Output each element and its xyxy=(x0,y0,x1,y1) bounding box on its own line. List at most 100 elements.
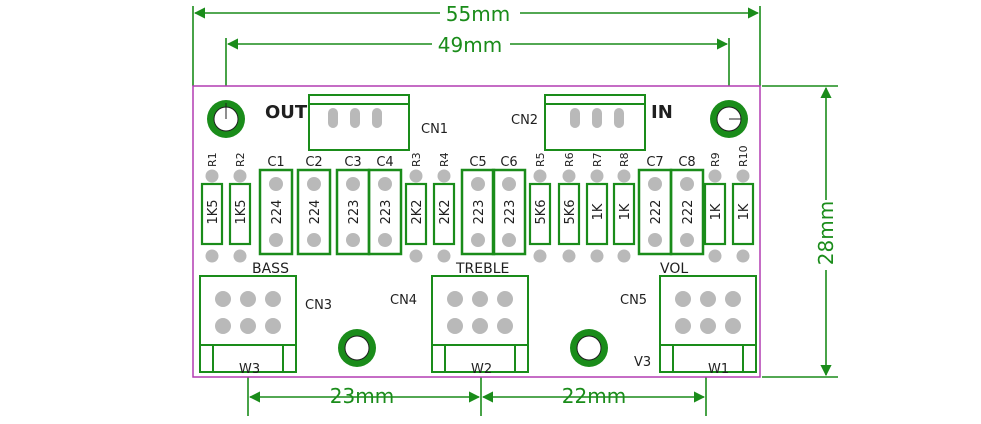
pad xyxy=(269,177,283,191)
resistor-body xyxy=(703,182,727,246)
in-label: IN xyxy=(651,102,673,123)
ref-label: R2 xyxy=(234,152,247,167)
ref-label: C5 xyxy=(469,155,486,170)
connector-cn2 xyxy=(544,94,646,151)
mounting-hole-right xyxy=(710,100,748,138)
pad xyxy=(346,233,360,247)
dimension-labels: 55mm 49mm 23mm 22mm 28mm xyxy=(330,2,838,408)
value-label: 222 xyxy=(681,200,696,225)
pad xyxy=(648,233,662,247)
ref-label: C1 xyxy=(267,155,284,170)
ref-label: R10 xyxy=(737,145,750,167)
pad xyxy=(708,169,722,183)
component-r5: R5 5K6 xyxy=(528,152,552,263)
ref-label: C6 xyxy=(500,155,517,170)
dim-pot-right: 22mm xyxy=(562,384,626,408)
pad xyxy=(562,169,576,183)
capacitor-outline xyxy=(669,168,705,256)
resistor-body xyxy=(585,182,609,246)
value-label: 5K6 xyxy=(563,199,578,224)
component-c2: C2 224 xyxy=(296,155,332,256)
resistor-body xyxy=(432,182,456,246)
component-c5: C5 223 xyxy=(460,155,496,256)
pad xyxy=(205,169,219,183)
pad xyxy=(736,169,750,183)
connector-cn1 xyxy=(308,94,410,151)
pad xyxy=(409,249,423,263)
pad xyxy=(471,233,485,247)
pad xyxy=(269,233,283,247)
pad xyxy=(307,177,321,191)
value-label: 223 xyxy=(503,200,518,225)
component-row: R11K5R21K5C1224C2224C3223C4223R32K2R42K2… xyxy=(200,145,755,263)
pad xyxy=(409,169,423,183)
v3-label: V3 xyxy=(634,355,651,370)
value-label: 1K5 xyxy=(206,199,221,224)
pad xyxy=(437,249,451,263)
pad xyxy=(590,169,604,183)
value-label: 224 xyxy=(270,200,285,225)
bass-label: BASS xyxy=(252,261,289,277)
component-r10: R10 1K xyxy=(731,145,755,263)
ref-label: C4 xyxy=(376,155,393,170)
component-r6: R6 5K6 xyxy=(557,152,581,263)
value-label: 223 xyxy=(347,200,362,225)
capacitor-outline xyxy=(491,168,527,256)
ref-label: R8 xyxy=(618,152,631,167)
pad xyxy=(708,249,722,263)
value-label: 224 xyxy=(308,200,323,225)
pad xyxy=(378,233,392,247)
component-r2: R2 1K5 xyxy=(228,152,252,263)
value-label: 2K2 xyxy=(410,199,425,224)
resistor-body xyxy=(731,182,755,246)
pad xyxy=(533,249,547,263)
resistor-body xyxy=(404,182,428,246)
dim-board-height: 28mm xyxy=(814,201,838,265)
w3-label: W3 xyxy=(239,362,260,377)
value-label: 1K xyxy=(709,203,724,220)
connector-cn3 xyxy=(199,275,297,373)
pad xyxy=(346,177,360,191)
value-label: 1K5 xyxy=(234,199,249,224)
pad xyxy=(617,249,631,263)
ref-label: C3 xyxy=(344,155,361,170)
pad xyxy=(502,177,516,191)
ref-label: C7 xyxy=(646,155,663,170)
value-label: 2K2 xyxy=(438,199,453,224)
cn3-label: CN3 xyxy=(305,298,332,313)
dim-pot-left: 23mm xyxy=(330,384,394,408)
ref-label: R5 xyxy=(534,152,547,167)
value-label: 1K xyxy=(591,203,606,220)
capacitor-outline xyxy=(258,168,294,256)
connector-cn5 xyxy=(659,275,757,373)
capacitor-outline xyxy=(367,168,403,256)
mounting-hole-mid-left xyxy=(338,329,376,367)
ref-label: R9 xyxy=(709,152,722,167)
value-label: 5K6 xyxy=(534,199,549,224)
value-label: 223 xyxy=(472,200,487,225)
value-label: 1K xyxy=(737,203,752,220)
pad xyxy=(736,249,750,263)
resistor-body xyxy=(228,182,252,246)
resistor-body xyxy=(557,182,581,246)
pad xyxy=(562,249,576,263)
dim-hole-spacing: 49mm xyxy=(438,33,502,57)
vol-label: VOL xyxy=(660,261,688,277)
treble-label: TREBLE xyxy=(455,261,509,277)
ref-label: R6 xyxy=(563,152,576,167)
connector-cn4 xyxy=(431,275,529,373)
pad xyxy=(307,233,321,247)
pad xyxy=(437,169,451,183)
component-c6: C6 223 xyxy=(491,155,527,256)
pad xyxy=(205,249,219,263)
ref-label: C2 xyxy=(305,155,322,170)
ref-label: R3 xyxy=(410,152,423,167)
capacitor-outline xyxy=(296,168,332,256)
component-r3: R3 2K2 xyxy=(404,152,428,263)
cn2-label: CN2 xyxy=(511,113,538,128)
